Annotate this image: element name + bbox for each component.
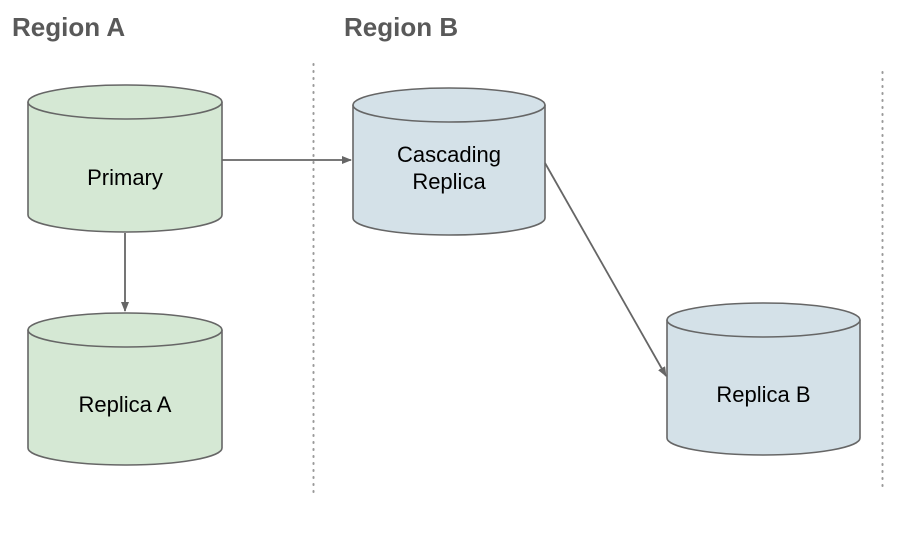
region-a-label: Region A — [12, 12, 126, 42]
replica-b-body — [666, 319, 861, 456]
edge-cascading-to-replica-b — [544, 162, 667, 377]
replica-b-top — [666, 302, 861, 338]
node-replica-b[interactable] — [666, 302, 861, 456]
primary-top — [27, 84, 223, 120]
node-replica-a[interactable] — [27, 312, 223, 466]
node-cascading-replica[interactable] — [352, 87, 546, 236]
cascading-replica-top — [352, 87, 546, 123]
cascading-replica-body — [352, 104, 546, 236]
replica-a-body — [27, 329, 223, 466]
replica-a-top — [27, 312, 223, 348]
node-primary[interactable] — [27, 84, 223, 233]
primary-body — [27, 101, 223, 233]
region-b-label: Region B — [344, 12, 459, 42]
